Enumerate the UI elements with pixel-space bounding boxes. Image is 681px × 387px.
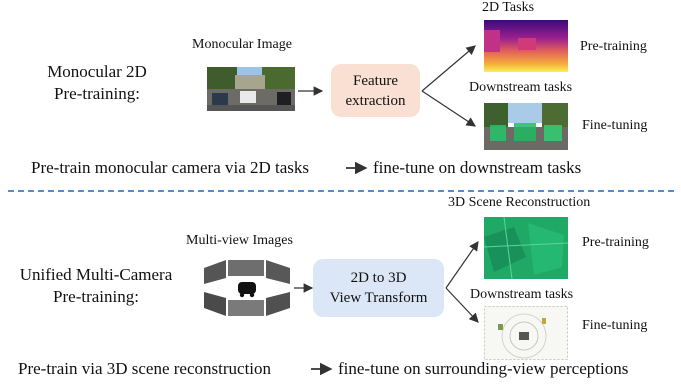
view-transform-box: 2D to 3D View Transform [313, 259, 444, 317]
feature-extraction-line2: extraction [345, 92, 406, 109]
bottom-output2-title: Downstream tasks [470, 287, 574, 302]
bottom-caption-left: Pre-train via 3D scene reconstruction [18, 359, 272, 378]
arrow-feature-to-2d-tasks [421, 45, 476, 92]
top-caption-right: fine-tune on downstream tasks [373, 158, 582, 177]
arrow-transform-to-downstream [445, 287, 479, 323]
top-output1-stage: Pre-training [580, 39, 647, 54]
bottom-side-label: Unified Multi-Camera Pre-training: [8, 264, 184, 308]
feature-extraction-line1: Feature [353, 72, 398, 89]
top-output2-title: Downstream tasks [469, 80, 573, 95]
bottom-output1-stage: Pre-training [582, 235, 649, 250]
monocular-image [207, 67, 295, 111]
arrow-feature-to-downstream [421, 90, 477, 127]
top-output2-stage: Fine-tuning [582, 118, 648, 133]
top-caption-left: Pre-train monocular camera via 2D tasks [31, 158, 310, 177]
feature-extraction-box: Feature extraction [331, 64, 420, 117]
multiview-images [200, 256, 294, 320]
bev-detection-image [484, 306, 568, 360]
top-side-label: Monocular 2D Pre-training: [22, 61, 172, 105]
reconstruction-image [484, 217, 568, 279]
view-transform-line2: View Transform [329, 290, 428, 306]
view-transform-line1: 2D to 3D [350, 270, 407, 286]
top-side-label-line2: Pre-training: [54, 84, 140, 103]
arrow-transform-to-reconstruction [445, 241, 479, 289]
top-side-label-line1: Monocular 2D [47, 62, 147, 81]
bottom-side-label-line1: Unified Multi-Camera [19, 265, 173, 284]
bottom-input-label: Multi-view Images [186, 233, 293, 248]
bottom-output1-title: 3D Scene Reconstruction [448, 195, 591, 210]
bottom-output2-stage: Fine-tuning [582, 318, 648, 333]
top-output1-title: 2D Tasks [482, 0, 535, 15]
depth-map-image [484, 20, 568, 72]
top-input-label: Monocular Image [192, 37, 292, 52]
bottom-side-label-line2: Pre-training: [53, 287, 139, 306]
detection-image [484, 103, 568, 150]
bottom-caption-right: fine-tune on surrounding-view perception… [338, 359, 629, 378]
section-divider [8, 190, 674, 192]
